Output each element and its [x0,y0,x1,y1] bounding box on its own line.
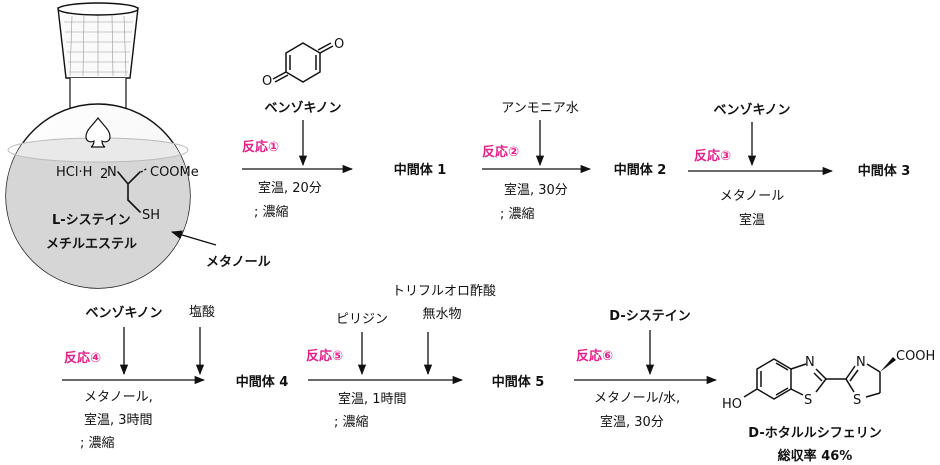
frosted-glass-texture [64,15,133,77]
benzoquinone-oxygen-left: O [262,74,272,89]
condition-6-line-1: メタノール/水, [594,391,680,406]
flask-solvent-label: メタノール [206,255,271,270]
condition-2-line-1: 室温, 30分 [504,182,568,198]
reagent-4b-label: 塩酸 [189,305,215,320]
reagent-2-label: アンモニア水 [501,101,578,116]
thiazole-nitrogen-label: N [805,355,815,370]
spade-symbol [85,117,111,148]
flask-neck-rim [57,2,139,16]
condition-1-line-2: ; 濃縮 [254,204,289,220]
thiol-label: SH [142,208,160,223]
condition-5-line-1: 室温, 1時間 [338,391,407,407]
condition-2-line-2: ; 濃縮 [500,206,535,222]
reaction-2-label: 反応② [482,144,519,160]
ester-label: COOMe [150,165,199,180]
condition-3-line-2: 室温 [739,212,765,228]
reaction-3-label: 反応③ [694,148,731,164]
thiazoline-nitrogen-label: N [856,355,866,370]
condition-4-line-1: メタノール, [84,390,153,405]
reaction-1-label: 反応① [242,139,279,155]
hydroxy-label: HO [722,397,742,412]
product-name: D-ホタルルシフェリン [748,426,881,441]
amine-h-subscript: 2 [100,167,108,182]
carboxyl-label: COOH [896,349,935,364]
condition-3-line-1: メタノール [720,189,785,204]
thiazoline-sulfur-label: S [853,393,861,408]
reagent-3-label: ベンゾキノン [713,102,790,118]
benzoquinone-oxygen-right: O [334,37,344,52]
reaction-5-label: 反応⑤ [306,348,343,364]
intermediate-1-label: 中間体 1 [394,162,447,178]
reagent-5b-label: 無水物 [422,307,461,322]
stereo-hash-bond [140,167,149,173]
reagent-1-label: ベンゾキノン [264,100,341,116]
intermediate-5-label: 中間体 5 [492,374,545,390]
salt-prefix: HCl·H [56,165,92,180]
benzoquinone-structure: O O [262,37,344,89]
thiazole-sulfur-label: S [804,393,812,408]
intermediate-4-label: 中間体 4 [236,374,289,390]
reagent-4a-label: ベンゾキノン [85,305,162,321]
reagent-5-top-label: トリフルオロ酢酸 [392,284,496,299]
condition-6-line-2: 室温, 30分 [600,414,664,430]
round-bottom-flask: HCl·H 2 N COOMe SH L-システイン メチルエステル [5,2,199,289]
condition-4-line-3: ; 濃縮 [80,435,115,451]
condition-4-line-2: 室温, 3時間 [84,412,153,428]
stereo-wedge-bond [880,357,896,372]
condition-1-line-1: 室温, 20分 [258,180,322,196]
intermediate-2-label: 中間体 2 [614,162,667,178]
luciferin-structure: HO N S N S COOH [722,349,935,412]
flask-compound-name-2: メチルエステル [46,237,137,252]
amine-n-label: N [107,165,117,180]
side-chain-bond-2 [127,199,141,213]
intermediate-3-label: 中間体 3 [858,163,911,179]
reaction-4-label: 反応④ [64,350,101,366]
reagent-6-label: D-システイン [609,309,690,324]
flask-compound-name-1: L-システイン [52,213,131,228]
reagent-5a-label: ピリジン [336,312,388,327]
reaction-6-label: 反応⑥ [576,348,613,364]
condition-5-line-2: ; 濃縮 [334,414,369,430]
product-yield: 総収率 46% [778,448,853,464]
solvent-pointer-arrow [170,230,217,246]
